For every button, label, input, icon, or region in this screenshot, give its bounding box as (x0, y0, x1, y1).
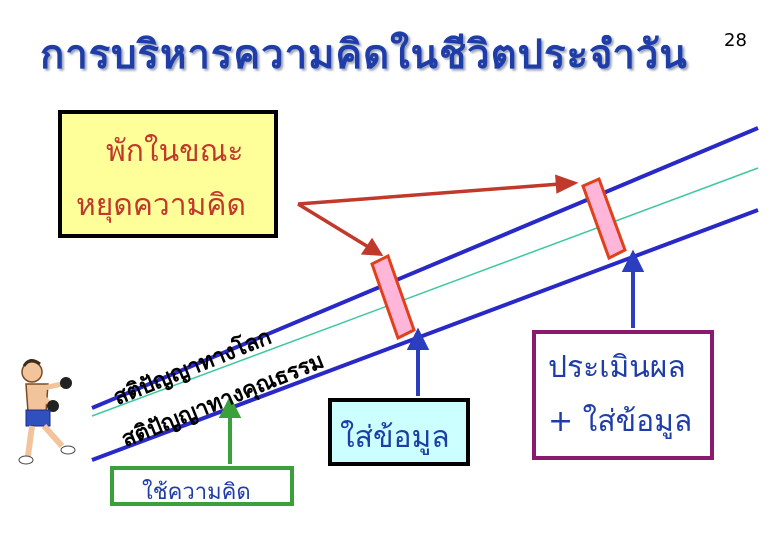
page-title: การบริหารความคิดในชีวิตประจำวัน (40, 32, 688, 78)
boxer-figure-icon (18, 359, 76, 465)
use-thought-box: ใช้ความคิด (110, 466, 294, 506)
input-box-label: ใส่ข้อมูล (340, 420, 450, 455)
evaluate-box-line2: + ใส่ข้อมูล (548, 404, 693, 439)
pause-arrows (297, 174, 579, 256)
lower-band-line (91, 208, 759, 462)
pause-box-line1: พักในขณะ (106, 134, 244, 169)
center-band-line (91, 167, 759, 417)
evaluate-box-line1: ประเมินผล (548, 350, 686, 385)
use-thought-label: ใช้ความคิด (142, 480, 251, 505)
evaluate-up-arrow (621, 249, 645, 328)
input-up-arrow (406, 327, 430, 396)
page-number: 28 (724, 30, 747, 51)
pause-box-line2: หยุดความคิด (76, 188, 246, 223)
use-thought-up-arrow (218, 395, 242, 464)
break-marker-2 (581, 176, 627, 261)
pause-box: พักในขณะ หยุดความคิด (58, 110, 278, 238)
break-marker-1 (370, 253, 416, 341)
input-box: ใส่ข้อมูล (328, 398, 470, 466)
upper-band-line (91, 126, 759, 410)
evaluate-box: ประเมินผล + ใส่ข้อมูล (532, 330, 714, 460)
